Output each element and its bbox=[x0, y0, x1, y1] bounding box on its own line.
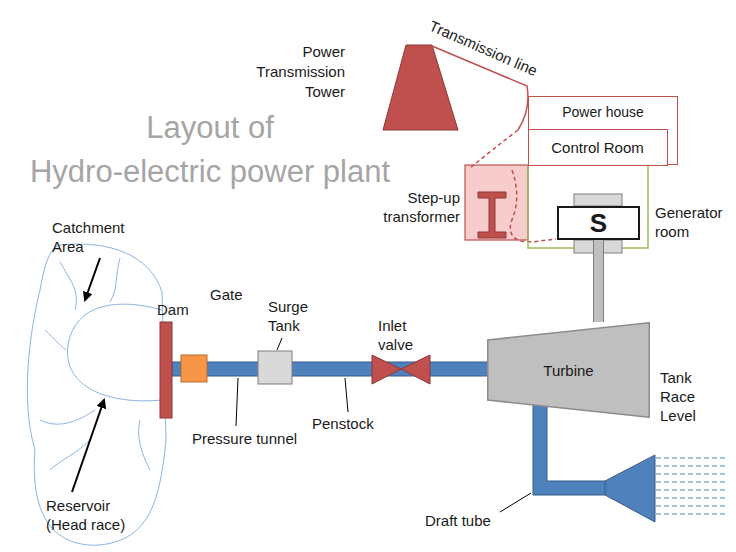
tail-race-label: Tank Race Level bbox=[660, 368, 712, 425]
diagram-title: Layout of Hydro-electric power plant bbox=[0, 106, 420, 194]
leader-line bbox=[345, 378, 348, 412]
shaft-outline bbox=[594, 240, 604, 322]
main-pipe bbox=[172, 362, 488, 376]
leader-line bbox=[500, 493, 531, 512]
node-text: Power house bbox=[529, 104, 677, 120]
generator-room-label: Generator room bbox=[655, 203, 731, 241]
inlet-valve bbox=[401, 355, 430, 384]
surge-tank bbox=[258, 351, 292, 384]
leader-line bbox=[277, 338, 282, 350]
node-text: S bbox=[590, 208, 607, 239]
inlet-valve-label: Inlet valve bbox=[378, 316, 430, 354]
generator-shaft bbox=[594, 240, 603, 322]
node-text: Control Room bbox=[551, 139, 644, 156]
reservoir-arrow bbox=[72, 400, 104, 492]
dam-label: Dam bbox=[157, 300, 189, 319]
catchment-outline bbox=[27, 244, 166, 545]
pressure-tunnel-label: Pressure tunnel bbox=[192, 429, 297, 448]
transmission-tower bbox=[383, 45, 458, 130]
gate-label: Gate bbox=[210, 285, 243, 304]
power-house-box: Power houseControl Room bbox=[528, 96, 678, 165]
gate bbox=[181, 355, 207, 382]
draft-cone bbox=[605, 455, 655, 522]
generator-room bbox=[528, 165, 648, 248]
title-spacer bbox=[285, 106, 420, 150]
transformer-label: Step-up transformer bbox=[372, 188, 460, 226]
reservoir-label: Reservoir (Head race) bbox=[46, 496, 138, 534]
generator-cap bbox=[574, 194, 622, 206]
draft-tube-label: Draft tube bbox=[425, 511, 491, 530]
tower-label: Power Transmission Tower bbox=[245, 42, 345, 102]
surge-tank-label: Surge Tank bbox=[268, 297, 322, 335]
penstock-label: Penstock bbox=[312, 414, 374, 433]
reservoir-outline bbox=[67, 304, 162, 401]
tail-race-water bbox=[656, 458, 726, 514]
catchment-streams bbox=[40, 258, 150, 470]
turbine-body bbox=[488, 323, 650, 418]
line-label: Transmission line bbox=[426, 16, 540, 80]
transformer-symbol bbox=[478, 192, 506, 238]
inlet-valve bbox=[372, 355, 401, 384]
node-text: Turbine bbox=[543, 362, 593, 379]
title-block: Layout of Hydro-electric power plant bbox=[0, 106, 420, 194]
leader-line bbox=[236, 378, 238, 426]
control-room-box: Control Room bbox=[528, 129, 668, 166]
catchment-label: Catchment Area bbox=[52, 218, 148, 256]
turbine-shape: Turbine bbox=[487, 322, 650, 418]
dam bbox=[160, 322, 172, 418]
transformer-housing bbox=[465, 165, 528, 240]
catchment-arrow bbox=[85, 258, 100, 300]
generator-box: S bbox=[557, 206, 640, 240]
title-spacer bbox=[0, 106, 135, 150]
